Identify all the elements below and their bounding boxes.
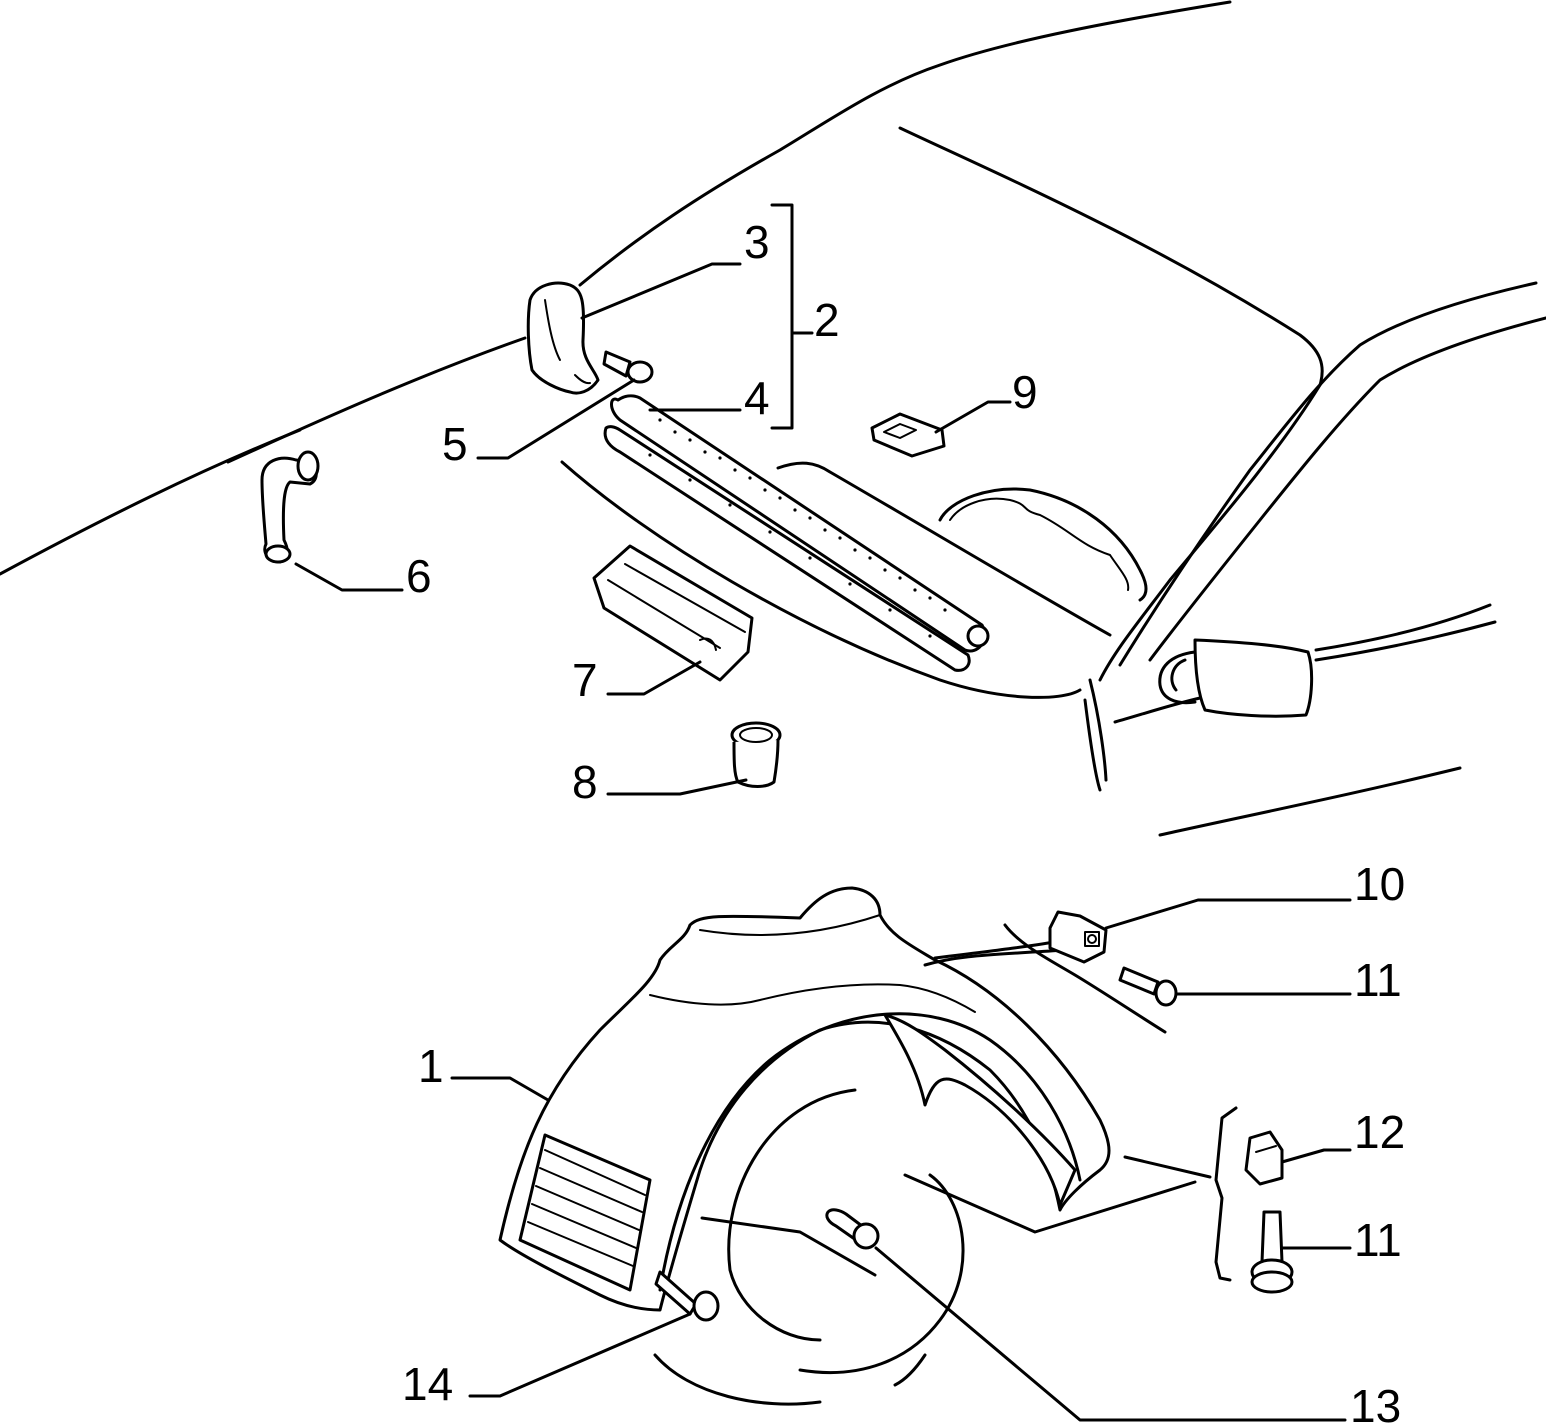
part-6-hose — [260, 450, 320, 564]
part-14-screw — [654, 1270, 720, 1322]
part-13-push-rivet — [825, 1208, 880, 1250]
callout-leader-lines — [294, 203, 1352, 1422]
car-body-outline — [0, 0, 1546, 837]
callout-6: 6 — [406, 550, 432, 602]
part-11-screw-upper — [1118, 966, 1178, 1007]
part-5-screw — [602, 350, 654, 384]
part-10-clip-nut — [1048, 910, 1108, 964]
part-1-wheel-arch-liner — [498, 886, 1212, 1406]
part-9-clip — [870, 412, 946, 458]
callout-3: 3 — [744, 216, 770, 268]
part-4-seal-strip — [603, 394, 990, 672]
callout-4: 4 — [744, 372, 770, 424]
part-11-screw-lower — [1250, 1210, 1294, 1294]
part-7-tray — [592, 544, 754, 682]
callout-14: 14 — [402, 1358, 453, 1410]
part-8-grommet — [730, 721, 782, 788]
callout-2: 2 — [814, 294, 840, 346]
callout-7: 7 — [572, 654, 598, 706]
callout-11-upper: 11 — [1354, 954, 1402, 1006]
callout-numbers: 1 2 3 4 5 6 7 8 9 10 11 12 11 13 14 — [402, 216, 1405, 1425]
callout-9: 9 — [1012, 366, 1038, 418]
part-3-bracket — [526, 281, 600, 395]
callout-12: 12 — [1354, 1106, 1405, 1158]
callout-8: 8 — [572, 756, 598, 808]
callout-11-lower: 11 — [1354, 1214, 1402, 1266]
callout-10: 10 — [1354, 858, 1405, 910]
callout-5: 5 — [442, 418, 468, 470]
callout-1: 1 — [418, 1040, 444, 1092]
callout-13: 13 — [1350, 1380, 1401, 1425]
part-12-clip — [1244, 1130, 1284, 1186]
